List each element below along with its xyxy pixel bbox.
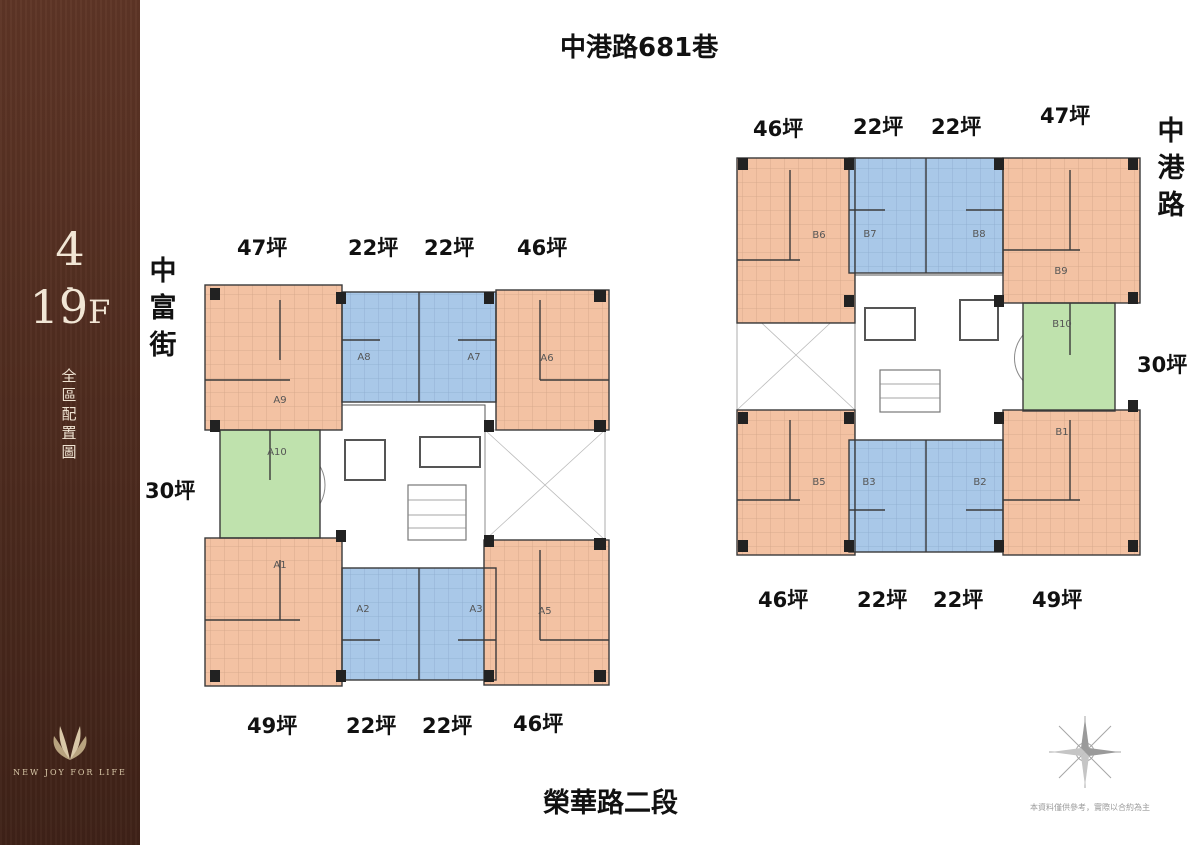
area-label-A10: 30坪 bbox=[145, 479, 196, 503]
area-label-B8: 22坪 bbox=[931, 115, 982, 139]
unit-label: B10 bbox=[1052, 319, 1072, 330]
brand-logo-icon bbox=[53, 726, 87, 760]
caption-char: 置 bbox=[61, 424, 77, 442]
area-label-B10: 30坪 bbox=[1137, 353, 1188, 377]
unit-label: B7 bbox=[863, 229, 876, 240]
area-label-B2: 22坪 bbox=[933, 588, 984, 612]
area-label-A7: 22坪 bbox=[424, 236, 475, 260]
street-bottom: 榮華路二段 bbox=[543, 788, 678, 819]
floor-suffix: F bbox=[88, 293, 111, 331]
caption-char: 配 bbox=[61, 405, 77, 423]
area-label-B7: 22坪 bbox=[853, 115, 904, 139]
street-right-char: 港 bbox=[1157, 153, 1185, 184]
unit-label: B5 bbox=[812, 477, 825, 488]
unit-label: A1 bbox=[273, 560, 286, 571]
brand-slogan: NEW JOY FOR LIFE bbox=[13, 768, 127, 777]
sidebar: 4 - 19F 全 區 配 置 圖 NEW JOY FOR LIFE bbox=[0, 0, 140, 845]
unit-label: B1 bbox=[1055, 427, 1068, 438]
floor-caption: 全 區 配 置 圖 bbox=[57, 367, 81, 462]
unit-label: A2 bbox=[356, 604, 369, 615]
area-label-A2: 22坪 bbox=[346, 714, 397, 738]
street-left: 中 富 街 bbox=[146, 253, 180, 364]
street-top: 中港路681巷 bbox=[560, 33, 719, 63]
floor-dash: - bbox=[66, 275, 74, 300]
unit-id-labels: A9 A8 A7 A6 A10 A1 A2 A3 A5 B6 B7 B8 B9 … bbox=[267, 229, 1072, 617]
building-a-core bbox=[319, 404, 486, 571]
caption-char: 圖 bbox=[61, 443, 77, 461]
caption-char: 全 bbox=[61, 367, 77, 385]
unit-label: B6 bbox=[812, 230, 825, 241]
unit-B10 bbox=[1023, 303, 1115, 411]
unit-label: A9 bbox=[273, 395, 286, 406]
unit-label: A8 bbox=[357, 352, 370, 363]
area-label-A3: 22坪 bbox=[422, 714, 473, 738]
area-label-B1: 49坪 bbox=[1032, 588, 1083, 612]
street-right-char: 中 bbox=[1157, 116, 1185, 147]
area-label-A1: 49坪 bbox=[247, 714, 298, 738]
caption-char: 區 bbox=[61, 386, 77, 404]
unit-label: A3 bbox=[469, 604, 482, 615]
area-label-A5: 46坪 bbox=[513, 712, 564, 736]
unit-label: A5 bbox=[538, 606, 551, 617]
compass-icon bbox=[1049, 716, 1121, 788]
area-label-A9: 47坪 bbox=[237, 236, 288, 260]
unit-label: B2 bbox=[973, 477, 986, 488]
area-label-B5: 46坪 bbox=[758, 588, 809, 612]
floor-to-number: 19 bbox=[29, 280, 89, 334]
unit-label: B8 bbox=[972, 229, 985, 240]
area-label-A6: 46坪 bbox=[517, 236, 568, 260]
area-label-B3: 22坪 bbox=[857, 588, 908, 612]
area-label-A8: 22坪 bbox=[348, 236, 399, 260]
unit-label: A10 bbox=[267, 447, 287, 458]
building-b bbox=[736, 157, 1141, 556]
unit-label: B3 bbox=[862, 477, 875, 488]
unit-label: A6 bbox=[540, 353, 553, 364]
building-a bbox=[204, 284, 610, 687]
unit-label: A7 bbox=[467, 352, 480, 363]
street-left-char: 中 bbox=[149, 256, 177, 287]
disclaimer-note: 本資料僅供參考，實際以合約為主 bbox=[1030, 803, 1150, 812]
floor-from: 4 bbox=[55, 222, 85, 276]
street-right-char: 路 bbox=[1157, 190, 1185, 221]
floor-to: 19F bbox=[0, 280, 140, 334]
unit-label: B9 bbox=[1054, 266, 1067, 277]
street-right: 中 港 路 bbox=[1154, 113, 1188, 224]
area-label-B6: 46坪 bbox=[753, 117, 804, 141]
street-left-char: 富 bbox=[149, 293, 177, 324]
area-label-B9: 47坪 bbox=[1040, 104, 1091, 128]
street-left-char: 街 bbox=[149, 330, 177, 361]
